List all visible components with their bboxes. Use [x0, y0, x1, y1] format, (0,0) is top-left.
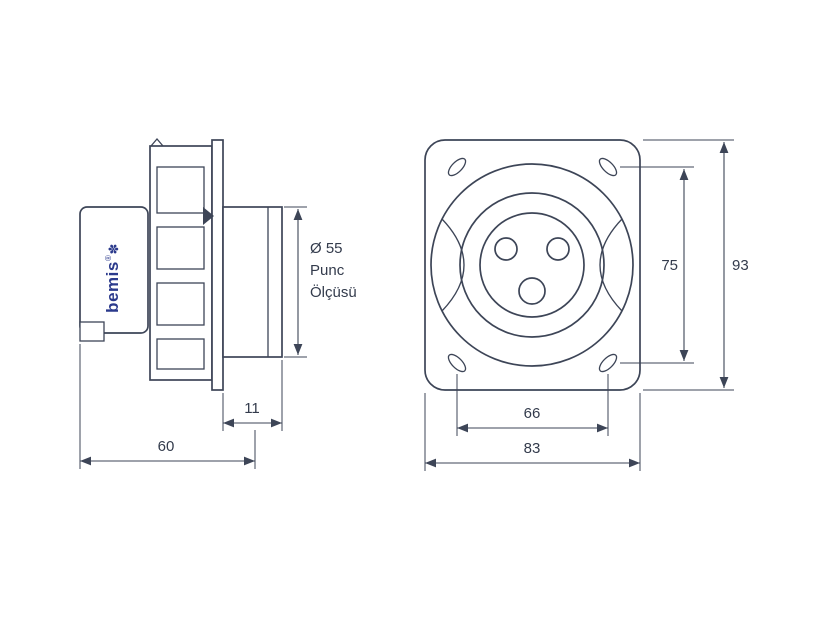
dim-60-label: 60 — [158, 438, 175, 455]
dim-d55-label-line1: Ø 55 — [310, 240, 343, 257]
dim-11-label: 11 — [244, 400, 260, 417]
side-flange-plate — [211, 139, 224, 391]
side-view: ✽ bemis ® Ø 55 Punc Ölçüsü — [79, 138, 357, 469]
socket-outer-circle — [430, 163, 634, 367]
side-top-tab — [150, 138, 164, 147]
side-socket-barrel — [222, 206, 283, 358]
pin-hole-earth — [518, 277, 546, 305]
dim-66-label: 66 — [524, 405, 541, 422]
mounting-slot-bottom-right — [598, 353, 618, 373]
socket-face-circle — [479, 212, 585, 318]
mounting-slot-top-right — [598, 157, 618, 177]
dim-93-label: 93 — [732, 257, 749, 274]
front-view: 75 93 66 83 — [424, 139, 749, 471]
socket-recess-arc-left — [441, 218, 465, 312]
side-rib-slot-3 — [156, 282, 205, 326]
side-rib-slot-1 — [156, 166, 205, 214]
brand-name: bemis — [103, 261, 122, 313]
front-mounting-plate — [424, 139, 641, 391]
socket-recess-circle — [459, 192, 605, 338]
brand-flower-icon: ✽ — [107, 244, 122, 255]
side-rib-slot-4 — [156, 338, 205, 370]
registered-trademark-icon: ® — [104, 255, 113, 261]
side-rib-slot-2 — [156, 226, 205, 270]
pin-hole-left — [494, 237, 518, 261]
brand-logo: ✽ bemis ® — [103, 244, 122, 313]
pin-hole-right — [546, 237, 570, 261]
dim-83-label: 83 — [524, 440, 541, 457]
side-cable-latch — [79, 321, 105, 342]
mounting-slot-top-left — [447, 157, 467, 177]
dim-75-label: 75 — [661, 257, 678, 274]
side-housing-body — [79, 206, 149, 334]
side-latch-wedge — [203, 207, 214, 225]
socket-recess-arc-right — [599, 218, 623, 312]
dim-d55-label-line3: Ölçüsü — [310, 283, 357, 301]
dim-d55-label-line2: Punc — [310, 262, 345, 279]
